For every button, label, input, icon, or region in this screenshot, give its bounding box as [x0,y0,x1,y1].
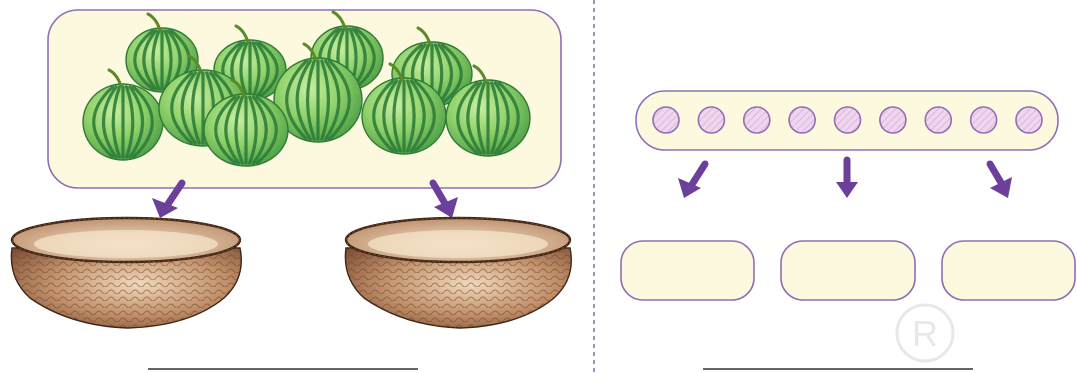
split-arrow-2 [836,160,858,198]
registered-mark-watermark: R [897,305,953,361]
bead-icon [971,107,997,133]
answer-box-3[interactable] [942,241,1075,300]
bead-icon [880,107,906,133]
bead-row [653,107,1042,133]
split-arrow-3 [990,164,1012,198]
answer-box-1[interactable] [621,241,754,300]
bead-icon [744,107,770,133]
answer-box-2[interactable] [781,241,915,300]
bead-icon [835,107,861,133]
svg-text:R: R [912,313,938,354]
basket-left [11,218,241,328]
basket-right [345,218,571,328]
bead-icon [698,107,724,133]
bead-icon [1016,107,1042,133]
split-arrow-1 [678,164,705,198]
bead-icon [925,107,951,133]
bead-icon [653,107,679,133]
bead-icon [789,107,815,133]
